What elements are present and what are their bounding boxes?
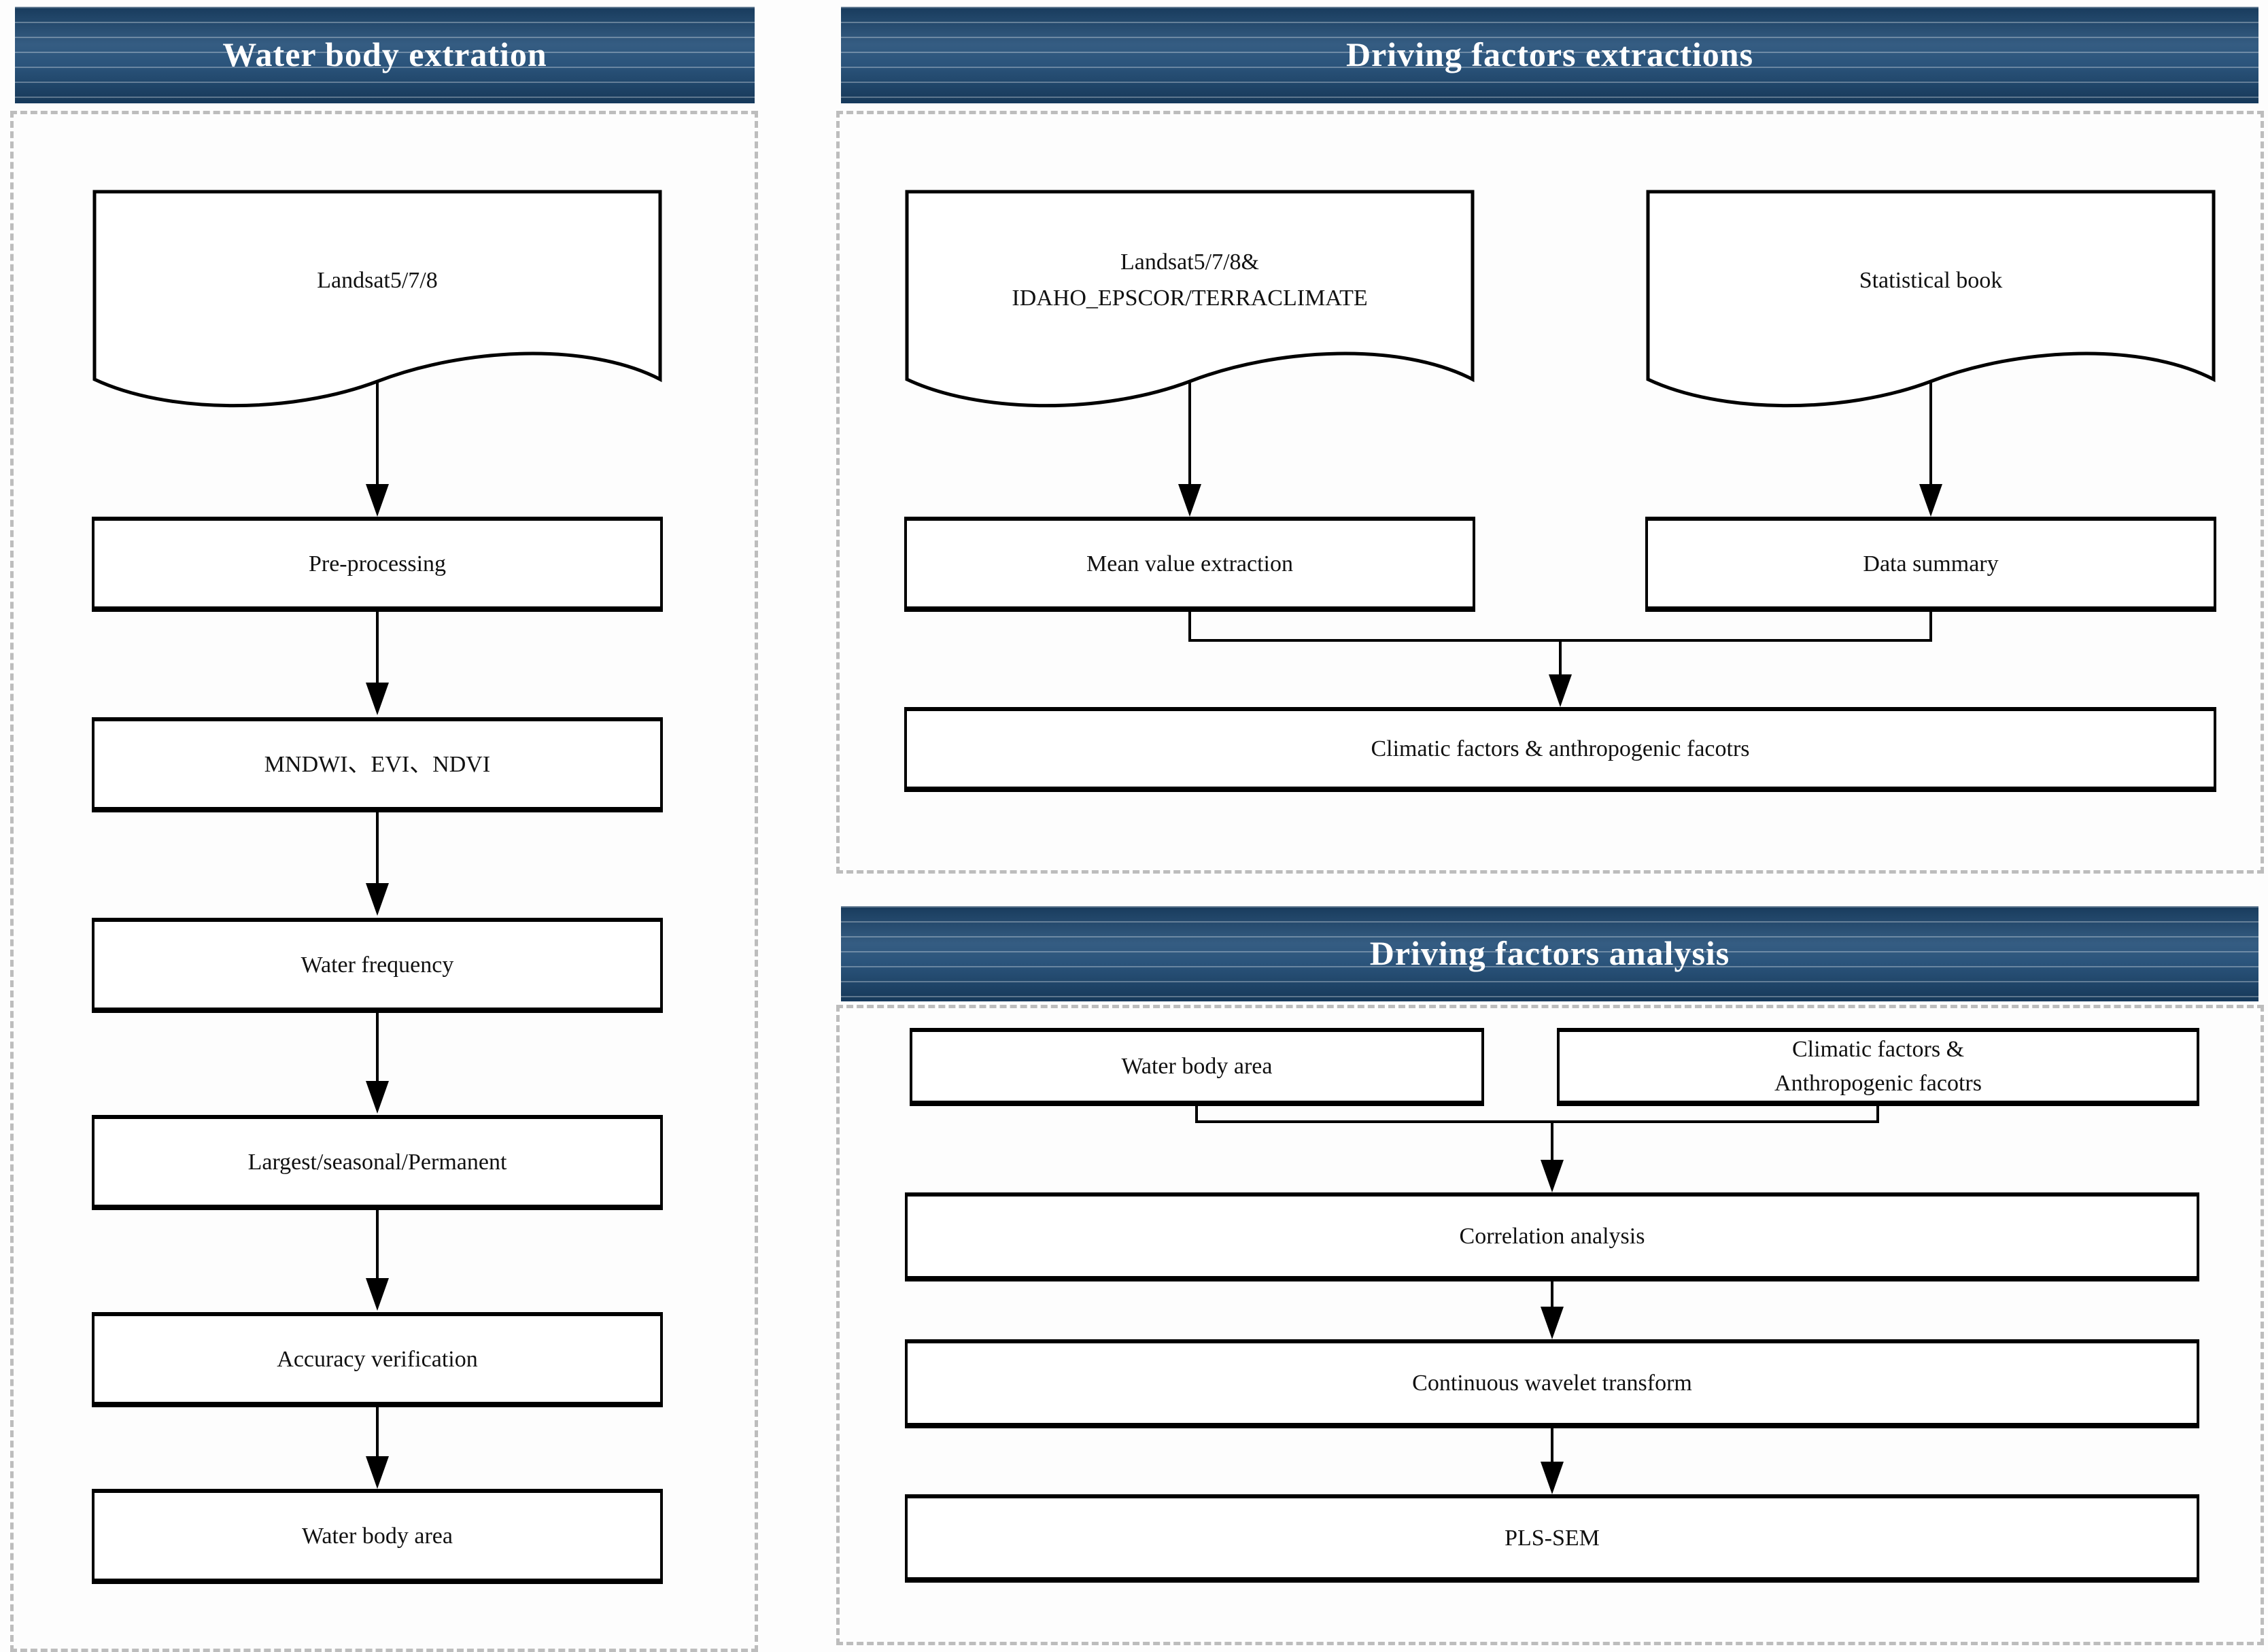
panel-driving-factors-analysis xyxy=(836,1005,2264,1645)
doc-shape-landsat: Landsat5/7/8 xyxy=(92,189,663,420)
arrow-down xyxy=(366,812,389,916)
box-water-body-area-analysis: Water body area xyxy=(910,1028,1484,1106)
box-pre-processing: Pre-processing xyxy=(92,517,663,612)
arrow-down xyxy=(366,612,389,715)
box-label: Data summary xyxy=(1863,551,1999,577)
arrow-down xyxy=(1549,639,1572,707)
box-label: Climatic factors & anthropogenic facotrs xyxy=(1371,736,1750,761)
box-label: Water body area xyxy=(302,1523,453,1549)
box-indices: MNDWI、EVI、NDVI xyxy=(92,717,663,812)
connector-line xyxy=(1195,1120,1879,1123)
box-pls-sem: PLS-SEM xyxy=(905,1494,2199,1583)
section-title: Driving factors extractions xyxy=(1345,35,1754,73)
box-label-line1: Climatic factors & xyxy=(1791,1037,1965,1063)
box-correlation-analysis: Correlation analysis xyxy=(905,1192,2199,1281)
box-largest-seasonal-permanent: Largest/seasonal/Permanent xyxy=(92,1115,663,1210)
section-header-water-body-extraction: Water body extration xyxy=(15,7,755,103)
connector-line xyxy=(1195,1105,1198,1123)
document-shape-outline xyxy=(1645,189,2216,420)
box-label: Largest/seasonal/Permanent xyxy=(247,1149,507,1175)
section-title: Driving factors analysis xyxy=(1369,933,1730,972)
box-label: Continuous wavelet transform xyxy=(1412,1371,1692,1396)
arrow-down xyxy=(366,1407,389,1489)
box-label: Mean value extraction xyxy=(1086,551,1293,577)
arrow-down xyxy=(1919,382,1942,517)
doc-label-line2: IDAHO_EPSCOR/TERRACLIMATE xyxy=(1012,286,1368,311)
box-label-line2: Anthropogenic facotrs xyxy=(1774,1070,1982,1096)
box-water-body-area: Water body area xyxy=(92,1489,663,1584)
box-mean-value-extraction: Mean value extraction xyxy=(904,517,1475,612)
doc-shape-statistical-book: Statistical book xyxy=(1645,189,2216,420)
box-continuous-wavelet-transform: Continuous wavelet transform xyxy=(905,1339,2199,1428)
arrow-down xyxy=(1541,1281,1564,1339)
panel-water-body-extraction xyxy=(10,111,758,1652)
arrow-down xyxy=(1178,382,1201,517)
arrow-down xyxy=(366,1210,389,1311)
arrow-down xyxy=(1541,1428,1564,1494)
panel-driving-factors-extractions xyxy=(836,111,2264,874)
doc-label: Statistical book xyxy=(1859,267,2003,293)
section-header-driving-factors-extractions: Driving factors extractions xyxy=(841,7,2258,103)
arrow-down xyxy=(366,382,389,517)
doc-shape-landsat-terraclimate: Landsat5/7/8& IDAHO_EPSCOR/TERRACLIMATE xyxy=(904,189,1475,420)
box-climatic-anthropogenic-factors: Climatic factors & anthropogenic facotrs xyxy=(904,707,2216,792)
connector-line xyxy=(1929,610,1932,642)
connector-line xyxy=(1188,610,1191,642)
box-label: Water frequency xyxy=(300,952,454,978)
document-shape-outline xyxy=(904,189,1475,420)
document-shape-outline xyxy=(92,189,663,420)
box-label: Pre-processing xyxy=(308,551,447,577)
box-label: Accuracy verification xyxy=(277,1346,478,1372)
doc-label: Landsat5/7/8 xyxy=(317,267,438,293)
box-accuracy-verification: Accuracy verification xyxy=(92,1312,663,1407)
box-label: Water body area xyxy=(1121,1054,1273,1079)
doc-label-line1: Landsat5/7/8& xyxy=(1120,249,1259,275)
arrow-down xyxy=(366,1013,389,1114)
section-header-driving-factors-analysis: Driving factors analysis xyxy=(841,906,2258,1001)
box-label: MNDWI、EVI、NDVI xyxy=(264,751,491,777)
arrow-down xyxy=(1541,1120,1564,1192)
box-water-frequency: Water frequency xyxy=(92,918,663,1013)
section-title: Water body extration xyxy=(222,35,547,73)
box-climatic-anthropogenic-analysis: Climatic factors & Anthropogenic facotrs xyxy=(1557,1028,2199,1106)
box-data-summary: Data summary xyxy=(1645,517,2216,612)
box-label: Correlation analysis xyxy=(1459,1224,1645,1249)
connector-line xyxy=(1876,1105,1879,1123)
box-label: PLS-SEM xyxy=(1505,1525,1600,1551)
